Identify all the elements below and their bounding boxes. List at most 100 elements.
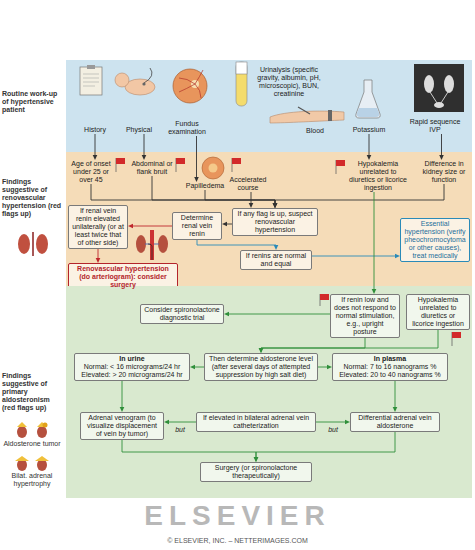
connector (393, 381, 398, 412)
node-text: History (79, 126, 111, 134)
node-text: If renin low and does not respond to nor… (334, 296, 396, 336)
arrow-head (439, 155, 444, 160)
connector (318, 365, 332, 370)
connector (197, 240, 278, 250)
copyright-line: © ELSEVIER, INC. – NETTERIMAGES.COM (0, 537, 475, 545)
heading-slot: Findings suggestive of primary aldostero… (2, 372, 62, 412)
clipboard-icon (80, 65, 102, 95)
node-text: Fundus examination (166, 120, 208, 136)
heading-slot: Routine work-up of hypertensive patient (2, 90, 62, 114)
arrow-head (254, 457, 259, 462)
fundus-image (173, 69, 207, 103)
node-text: Hypokalemia unrelated to diuretics or li… (349, 160, 407, 192)
connector (224, 312, 330, 317)
finding-item: History (78, 126, 112, 134)
arm-figure (270, 107, 344, 123)
connector (190, 365, 204, 370)
arrow-head (128, 224, 133, 229)
arrow-head (345, 420, 350, 425)
connector-line (122, 381, 123, 408)
watermark: ELSEVIER (60, 500, 415, 532)
node-text: Elevated: > 20 micrograms/24 hr (78, 371, 186, 379)
connector (316, 420, 350, 425)
label-slot: Bilat. adrenal hypertrophy (2, 472, 62, 488)
connector (128, 224, 172, 229)
box-heading: In plasma (336, 355, 444, 363)
arrow-head (222, 222, 227, 227)
connector-line (369, 134, 370, 156)
ivp-film (414, 64, 464, 112)
process-box: Surgery (or spironolactone therapeutical… (200, 462, 312, 482)
edge-label-slot: but (327, 418, 339, 436)
finding-item: Fundus examination (165, 120, 209, 136)
finding-item: Difference in kidney size or function (418, 160, 470, 184)
node-text: Elevated: 20 to 40 nanograms % (336, 371, 444, 379)
connector (142, 134, 147, 160)
adrenal-hypertrophy-icon (15, 456, 49, 471)
node-text: Normal: 7 to 16 nanograms % (336, 363, 444, 371)
finding-item: Abdominal or flank bruit (130, 160, 174, 176)
node-text: If renal vein renin elevated unilaterall… (72, 207, 124, 247)
finding-item: Potassium (348, 126, 390, 134)
connector (91, 184, 277, 208)
node-text: If any flag is up, suspect renovascular … (236, 210, 314, 234)
process-box: In plasmaNormal: 7 to 16 nanograms %Elev… (332, 353, 448, 381)
node-text: If elevated in bilateral adrenal vein ca… (200, 414, 312, 430)
finding-item: Accelerated course (226, 176, 270, 192)
connector-line (318, 367, 328, 368)
arrow-head (190, 365, 195, 370)
process-box: Essential hypertension (verify pheochrom… (400, 218, 470, 262)
connector-line (196, 136, 197, 178)
connector (93, 134, 98, 160)
connector-line (91, 184, 275, 204)
arrow-head (254, 457, 259, 462)
node-text: Normal: < 16 micrograms/24 hr (78, 363, 186, 371)
connector-line (256, 432, 395, 458)
connector (372, 192, 377, 294)
band-heading: Routine work-up of hypertensive patient (2, 90, 62, 114)
connector-line (122, 440, 256, 458)
process-box: Determine renal vein renin (172, 212, 222, 240)
node-text: Age of onset under 25 or over 45 (69, 160, 113, 184)
node-text: Essential hypertension (verify pheochrom… (404, 220, 466, 260)
node-text: Determine renal vein renin (176, 214, 218, 238)
connector (312, 254, 400, 259)
finding-item: Blood (300, 127, 330, 135)
connector-line (152, 176, 275, 204)
node-text: Difference in kidney size or function (419, 160, 469, 184)
finding-item: Urinalysis (specific gravity, albumin, p… (250, 66, 328, 98)
connector (122, 440, 258, 462)
arrow-head (273, 203, 278, 208)
figure-label: Aldosterone tumor (2, 440, 62, 448)
connector-line (95, 134, 96, 156)
heading-slot: Findings suggestive of renovascular hype… (2, 178, 62, 218)
connector-line (98, 249, 99, 259)
connector-line (197, 240, 276, 246)
arrow-head (249, 203, 254, 208)
connector (96, 249, 101, 263)
connector-line (144, 134, 145, 156)
edge-label: but (327, 426, 339, 434)
node-text: Urinalysis (specific gravity, albumin, p… (251, 66, 327, 98)
arrow-head (273, 203, 278, 208)
arrow-head (164, 420, 169, 425)
node-text: Accelerated course (227, 176, 269, 192)
node-text: Adrenal venogram (to visualize displacem… (84, 414, 160, 438)
connector-line (395, 381, 396, 408)
connector (205, 190, 277, 208)
figure-label: Bilat. adrenal hypertrophy (2, 472, 62, 488)
process-box: If renin low and does not respond to nor… (330, 294, 400, 338)
connector-line (261, 330, 438, 349)
node-text: If renins are normal and equal (244, 252, 308, 268)
process-box: If any flag is up, suspect renovascular … (232, 208, 318, 236)
connector (254, 432, 395, 462)
arrow-head (327, 365, 332, 370)
arrow-head (393, 407, 398, 412)
node-text: Potassium (349, 126, 389, 134)
band-heading: Findings suggestive of primary aldostero… (2, 372, 62, 412)
process-box: Consider spironolactone diagnostic trial (140, 304, 224, 324)
connector-line (312, 256, 396, 257)
arrow-head (274, 245, 279, 250)
arrow-head (93, 155, 98, 160)
connector (194, 136, 199, 182)
